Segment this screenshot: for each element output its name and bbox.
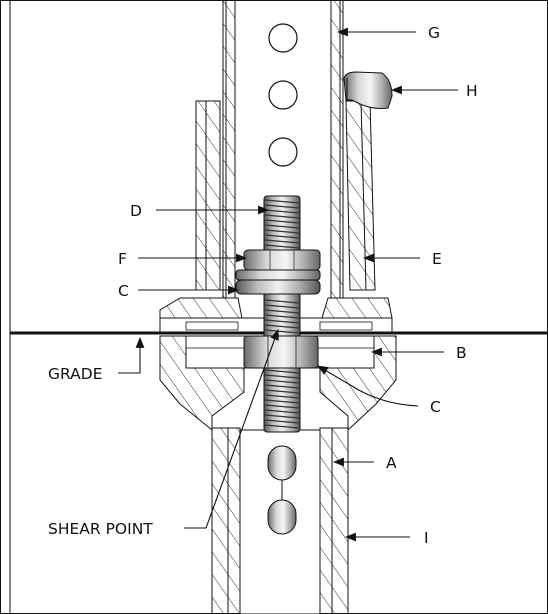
label-shear-point: SHEAR POINT — [48, 520, 153, 538]
upper-post-g — [222, 0, 344, 299]
bolt-thread — [264, 204, 300, 209]
label-b: B — [456, 344, 467, 362]
lower-post-a-socket-i — [211, 427, 349, 614]
bolt-thread — [264, 419, 300, 424]
upper-nut-f — [243, 249, 321, 271]
label-c-upper: C — [118, 282, 129, 300]
bolt-thread — [264, 424, 300, 429]
label-d: D — [130, 202, 142, 220]
leader-grade — [118, 336, 145, 374]
label-f: F — [118, 250, 127, 268]
bolt-thread — [264, 324, 300, 329]
label-e: E — [432, 250, 442, 268]
bolt-thread — [264, 214, 300, 219]
bolt-thread — [264, 219, 300, 224]
bolt-thread — [264, 209, 300, 214]
threaded-bolt-d — [263, 195, 301, 433]
label-h: H — [466, 82, 478, 100]
label-a: A — [386, 454, 397, 472]
label-c-lower: C — [430, 398, 441, 416]
coupling-nut-b — [243, 335, 319, 369]
bolt-thread — [264, 374, 300, 379]
bolt-thread — [264, 224, 300, 229]
bolt-thread — [264, 379, 300, 384]
bolt-thread — [264, 319, 300, 324]
bolt-thread — [264, 399, 300, 404]
bolt-thread — [264, 299, 300, 304]
bolt-thread — [264, 389, 300, 394]
bolt-thread — [264, 384, 300, 389]
leader-c-lower — [317, 365, 419, 407]
bolt-thread — [264, 239, 300, 244]
bolt-thread — [264, 244, 300, 249]
upper-washer-c — [235, 269, 321, 295]
bolt-thread — [264, 309, 300, 314]
bolt-thread — [264, 369, 300, 374]
bolt-thread — [264, 304, 300, 309]
leader-shear-point — [184, 328, 279, 529]
bolt-thread — [264, 409, 300, 414]
bolt-thread — [264, 199, 300, 204]
bolt-thread — [264, 234, 300, 239]
label-group: G H D F C E B C A I GRADE SHEAR POINT — [48, 24, 478, 547]
label-grade: GRADE — [48, 365, 103, 383]
bolt-thread — [264, 414, 300, 419]
bolt-thread — [264, 404, 300, 409]
label-g: G — [428, 24, 440, 42]
bolt-thread — [264, 394, 300, 399]
label-i: I — [424, 529, 429, 547]
bolt-thread — [264, 229, 300, 234]
leaders — [118, 27, 458, 542]
bolt-thread — [264, 314, 300, 319]
